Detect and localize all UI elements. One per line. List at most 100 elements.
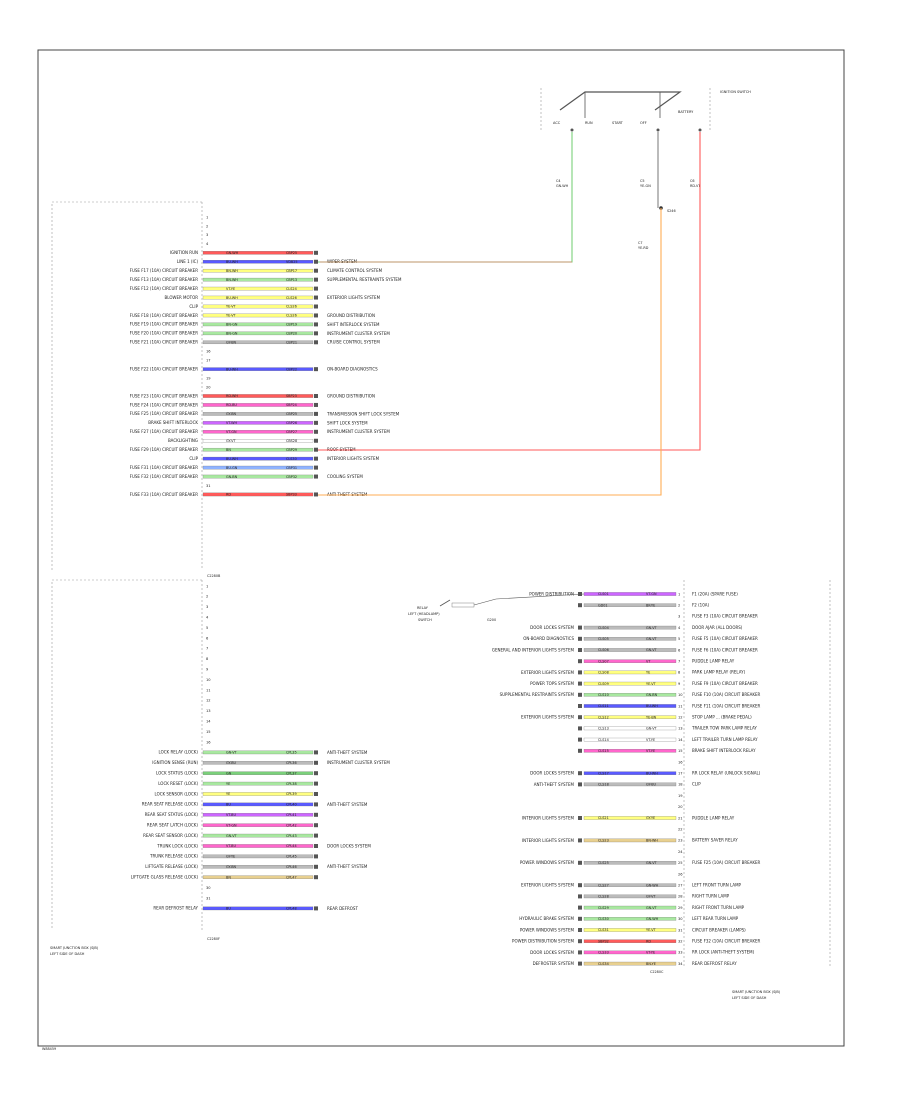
circuit-code: CBP26: [286, 421, 297, 425]
destination-label: CLIMATE CONTROL SYSTEM: [327, 268, 383, 273]
pin-number: 29: [678, 906, 683, 910]
destination-label: ANTI-THEFT SYSTEM: [327, 492, 368, 497]
circuit-code: SBP32: [598, 939, 609, 943]
lead-circuit-2: C5: [640, 179, 645, 183]
ignition-switch: IGNITION SWITCH ACC RUN START OFF BATTER…: [540, 88, 751, 250]
circuit-code: CLS23: [598, 839, 609, 843]
wire-color: GN-VT: [646, 727, 658, 731]
left-sjb-subtitle: LEFT SIDE OF DASH: [50, 952, 85, 956]
wire-color: GY-BN: [226, 341, 237, 345]
terminal-pin: [578, 715, 582, 720]
wire-color: RD: [646, 939, 651, 943]
feed-wires: [318, 132, 701, 496]
terminal-pin: [578, 704, 582, 708]
pin-function: FUSE F32 (10A) CIRCUIT BREAKER: [692, 939, 761, 944]
right-sjb-title: SMART JUNCTION BOX (SJB): [732, 990, 781, 994]
terminal-pin: [314, 394, 318, 398]
wire-segment: [583, 939, 677, 943]
circuit-code: CLS31: [598, 928, 609, 932]
wire-color: GN-WH: [646, 883, 659, 887]
pin-function: CIRCUIT BREAKER (LAMPS): [692, 927, 746, 932]
right-connector-code: C2280C: [650, 970, 664, 974]
pin-number: 4: [678, 626, 681, 630]
wire-segment: [583, 961, 677, 966]
wire-color: GN-BN: [226, 475, 238, 479]
pin-function: BATTERY SAVER RELAY: [692, 838, 738, 843]
circuit-code: CLS24: [286, 287, 297, 291]
wire-color: YE-VT: [646, 928, 657, 932]
circuit-code: CLS06: [598, 648, 609, 652]
wire-color: BK-YE: [646, 603, 655, 607]
wire-segment: [202, 854, 314, 859]
pin-number: 4: [206, 242, 209, 246]
ignition-switch-title: IGNITION SWITCH: [720, 90, 751, 94]
wire-segment: [202, 439, 314, 443]
circuit-code: CBP25: [286, 412, 297, 416]
wire-segment: [202, 492, 314, 497]
wire-color: VT-BU: [226, 844, 237, 848]
terminal-pin: [578, 659, 582, 664]
wire-color: BN-WH: [646, 839, 658, 843]
source-label: DOOR LOCKS SYSTEM: [530, 625, 574, 630]
terminal-pin: [314, 474, 318, 479]
pin-number: 7: [678, 660, 680, 664]
pin-function: CLIP: [189, 304, 198, 309]
terminal-pin: [578, 681, 582, 686]
terminal-pin: [314, 760, 318, 765]
destination-label: INSTRUMENT CLUSTER SYSTEM: [327, 760, 390, 765]
pin-function: FUSE F13 (10A) CIRCUIT BREAKER: [130, 277, 199, 282]
terminal-pin: [578, 939, 582, 944]
wire-segment: [202, 875, 314, 879]
pin-number: 28: [678, 895, 683, 899]
splice-label: S246: [667, 209, 676, 213]
pin-function: FUSE F9 (10A) CIRCUIT BREAKER: [692, 681, 758, 686]
pin-function: BRAKE SHIFT INTERLOCK RELAY: [692, 748, 756, 753]
wire-segment: [202, 865, 314, 869]
terminal-pin: [578, 838, 582, 843]
wire-color: GN-VT: [646, 637, 658, 641]
destination-label: GROUND DISTRIBUTION: [327, 393, 375, 398]
destination-label: TRANSMISSION SHIFT LOCK SYSTEM: [326, 411, 400, 416]
circuit-code: CBP22: [286, 367, 297, 371]
circuit-code: CLS09: [598, 682, 609, 686]
pin-function: FUSE F10 (10A) CIRCUIT BREAKER: [692, 692, 761, 697]
pin-function: TRUNK RELEASE (LOCK): [149, 854, 198, 859]
pin-number: 10: [678, 693, 683, 697]
feed-wire-acc: [318, 208, 662, 496]
wire-color: BU-WH: [226, 457, 238, 461]
circuit-code: CBP17: [286, 269, 297, 273]
wire-segment: [583, 715, 677, 719]
pin-number: 12: [206, 699, 211, 703]
terminal-pin: [578, 961, 582, 966]
wire-segment: [583, 950, 677, 955]
wire-segment: [202, 771, 314, 775]
lead-color-4: YE-RD: [638, 246, 649, 250]
wire-color: BU-WH: [226, 260, 238, 264]
terminal-pin: [578, 771, 582, 776]
circuit-code: CLS05: [598, 637, 609, 641]
circuit-code: CPL39: [286, 792, 297, 796]
pin-number: 22: [678, 828, 683, 832]
circuit-code: CLS11: [598, 704, 609, 708]
circuit-code: CBP32: [286, 475, 297, 479]
wire-color: GY-VT: [646, 895, 656, 899]
wire-color: BN: [226, 875, 231, 879]
wire-segment: [202, 823, 314, 827]
pin-function: FUSE F18 (10A) CIRCUIT BREAKER: [130, 313, 199, 318]
wire-segment: [202, 447, 314, 452]
pin-function: REAR SEAT LATCH (LOCK): [147, 823, 199, 828]
pin-function: REAR DEFROST RELAY: [692, 961, 737, 966]
wire-color: BU: [226, 803, 231, 807]
terminal-pin: [314, 250, 318, 255]
wire-segment: [202, 286, 314, 291]
terminal-pin: [578, 603, 582, 608]
wire-color: VT-YE: [226, 287, 235, 291]
wire-segment: [202, 394, 314, 398]
pin-number: 11: [678, 704, 683, 708]
terminal-pin: [314, 823, 318, 828]
wire-segment: [202, 802, 314, 807]
lead-circuit-4: C7: [638, 241, 643, 245]
pin-number: 26: [678, 872, 683, 876]
terminal-pin: [314, 304, 318, 309]
pin-function: LEFT FRONT TURN LAMP: [692, 883, 742, 888]
